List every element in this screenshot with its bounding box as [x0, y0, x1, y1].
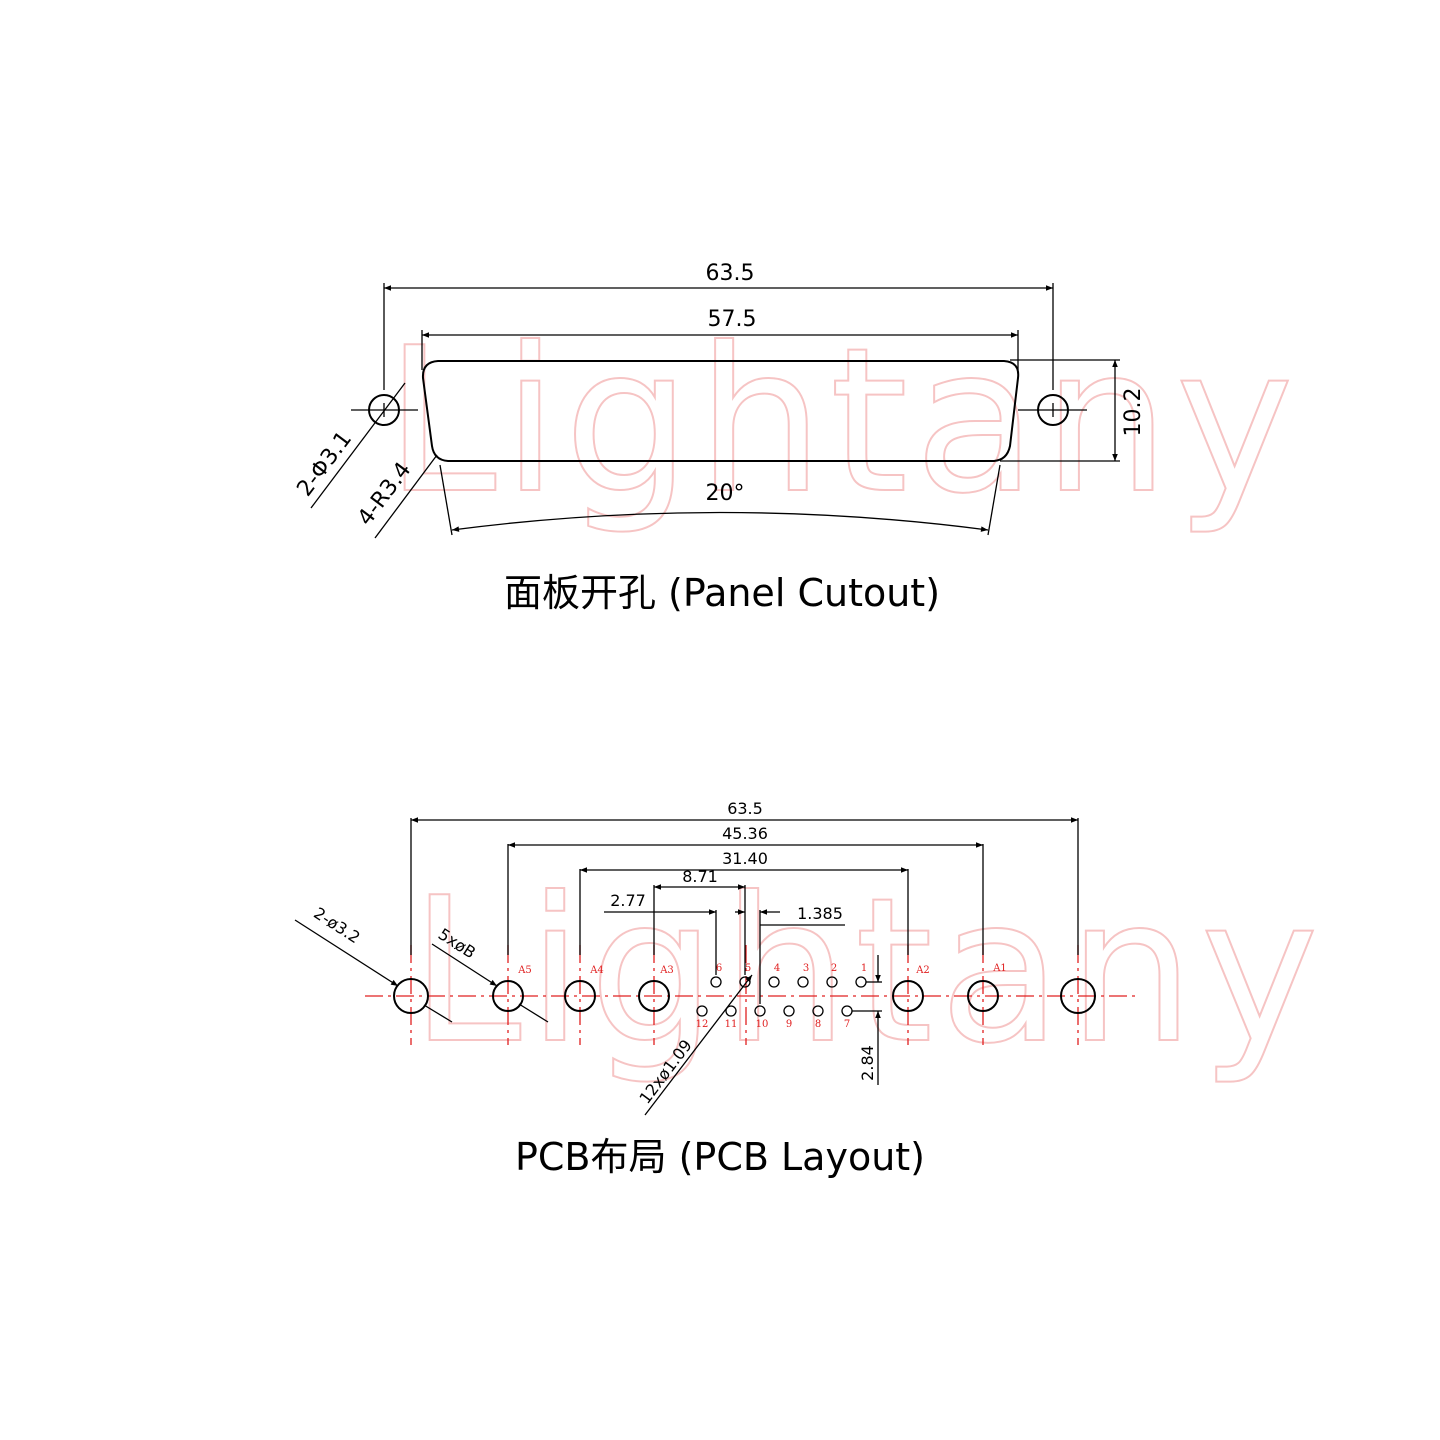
pin-label-4: 4 [774, 963, 780, 974]
pcb-dim-inner-span: 31.40 [722, 849, 768, 868]
pin-label-7: 7 [844, 1019, 850, 1030]
dim-height: 10.2 [1121, 388, 1146, 437]
pin-label-8: 8 [815, 1019, 821, 1030]
pin-label-10: 10 [756, 1019, 769, 1030]
dim-cutout-width: 57.5 [708, 307, 757, 332]
coax-label-a5: A5 [517, 965, 532, 976]
watermark-bottom: Lightany [410, 855, 1325, 1088]
pin-label-12: 12 [696, 1019, 709, 1030]
coax-hole-a3 [638, 980, 670, 1012]
dim-angle: 20° [706, 481, 745, 506]
pcb-dim-overall: 63.5 [727, 799, 763, 818]
pcb-dim-row-spacing: 2.84 [858, 1045, 877, 1081]
pcb-mount-hole-left [393, 978, 429, 1014]
pin-label-9: 9 [786, 1019, 792, 1030]
pin-label-5: 5 [745, 963, 751, 974]
right-mount-hole [1018, 394, 1087, 426]
watermark-top: Lightany [385, 305, 1300, 538]
panel-cutout-outline [421, 360, 1020, 462]
pcb-mount-hole-right [1060, 978, 1096, 1014]
pcb-dim-pitch-a: 8.71 [682, 867, 718, 886]
coax-hole-a5 [492, 980, 524, 1012]
pin-label-6: 6 [716, 963, 722, 974]
coax-label-a1: A1 [992, 963, 1007, 974]
signal-holes-bottom [696, 1005, 853, 1017]
pin-label-2: 2 [831, 963, 837, 974]
coax-hole-a4 [564, 980, 596, 1012]
pcb-dim-offset-a: 2.77 [610, 891, 646, 910]
pcb-dim-a-span: 45.36 [722, 824, 768, 843]
pcb-dim-offset-b: 1.385 [797, 904, 843, 923]
pcb-dim-mount-holes: 2-ø3.2 [310, 903, 363, 947]
panel-cutout-caption: 面板开孔 (Panel Cutout) [504, 571, 940, 615]
dim-overall-width: 63.5 [706, 261, 755, 286]
pcb-layout-caption: PCB布局 (PCB Layout) [515, 1135, 925, 1179]
pcb-vertical-centerlines [410, 945, 1079, 1045]
coax-label-a2: A2 [915, 965, 930, 976]
coax-hole-a2 [892, 980, 924, 1012]
signal-holes-top [710, 976, 867, 988]
coax-label-a4: A4 [589, 965, 604, 976]
coax-hole-a1 [967, 980, 999, 1012]
pin-label-3: 3 [803, 963, 809, 974]
pin-label-1: 1 [861, 963, 867, 974]
coax-label-a3: A3 [659, 965, 674, 976]
pin-label-11: 11 [725, 1019, 738, 1030]
